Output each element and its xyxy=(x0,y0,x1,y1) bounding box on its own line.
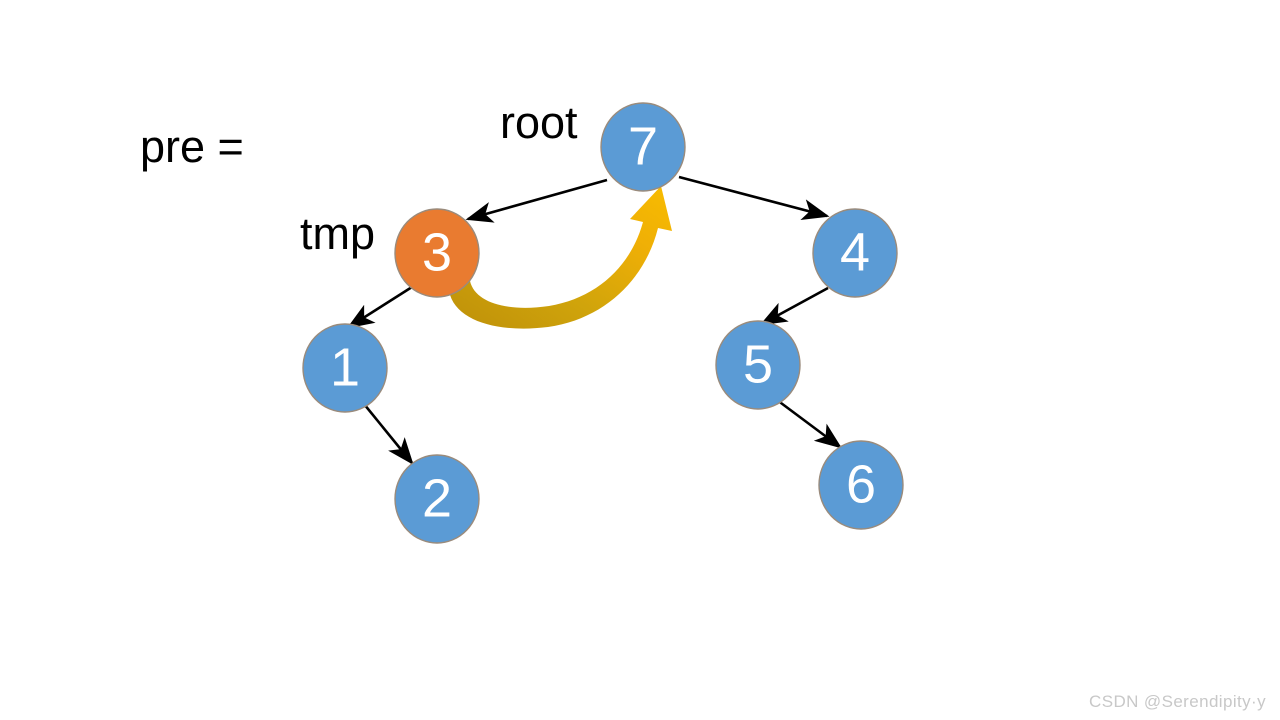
edge-1-to-2 xyxy=(362,403,414,466)
tree-node-6[interactable]: 6 xyxy=(818,440,904,530)
node-5-value: 5 xyxy=(743,334,773,394)
tree-node-1[interactable]: 1 xyxy=(302,323,388,413)
node-7-value: 7 xyxy=(628,116,658,176)
tree-node-7[interactable]: 7 xyxy=(600,102,686,192)
tree-node-3[interactable]: 3 xyxy=(394,208,480,298)
node-4-circle[interactable] xyxy=(812,208,898,298)
node-1-circle[interactable] xyxy=(302,323,388,413)
tree-nodes-group: 7 3 4 1 5 2 xyxy=(302,102,904,544)
node-5-circle[interactable] xyxy=(715,320,801,410)
tree-node-5[interactable]: 5 xyxy=(715,320,801,410)
annotation-labels-group: pre = root tmp xyxy=(140,97,578,259)
pre-variable-label: pre = xyxy=(140,121,244,172)
tmp-pointer-label: tmp xyxy=(300,208,375,259)
tree-node-4[interactable]: 4 xyxy=(812,208,898,298)
thread-arrow-3-to-7 xyxy=(449,186,672,329)
edge-3-to-1 xyxy=(346,285,413,329)
node-3-value: 3 xyxy=(422,222,452,282)
edge-5-to-6 xyxy=(776,398,843,449)
tree-edges-group xyxy=(346,175,843,466)
edge-7-to-3 xyxy=(465,178,608,223)
node-6-value: 6 xyxy=(846,454,876,514)
root-pointer-label: root xyxy=(500,97,578,148)
csdn-watermark: CSDN @Serendipity·y xyxy=(1089,692,1266,711)
tree-node-2[interactable]: 2 xyxy=(394,454,480,544)
node-6-circle[interactable] xyxy=(818,440,904,530)
edge-7-to-4 xyxy=(678,175,830,221)
edge-4-to-5 xyxy=(759,286,829,326)
node-1-value: 1 xyxy=(330,337,360,397)
node-7-circle[interactable] xyxy=(600,102,686,192)
node-4-value: 4 xyxy=(840,222,870,282)
node-2-circle[interactable] xyxy=(394,454,480,544)
node-2-value: 2 xyxy=(422,468,452,528)
node-3-circle[interactable] xyxy=(394,208,480,298)
